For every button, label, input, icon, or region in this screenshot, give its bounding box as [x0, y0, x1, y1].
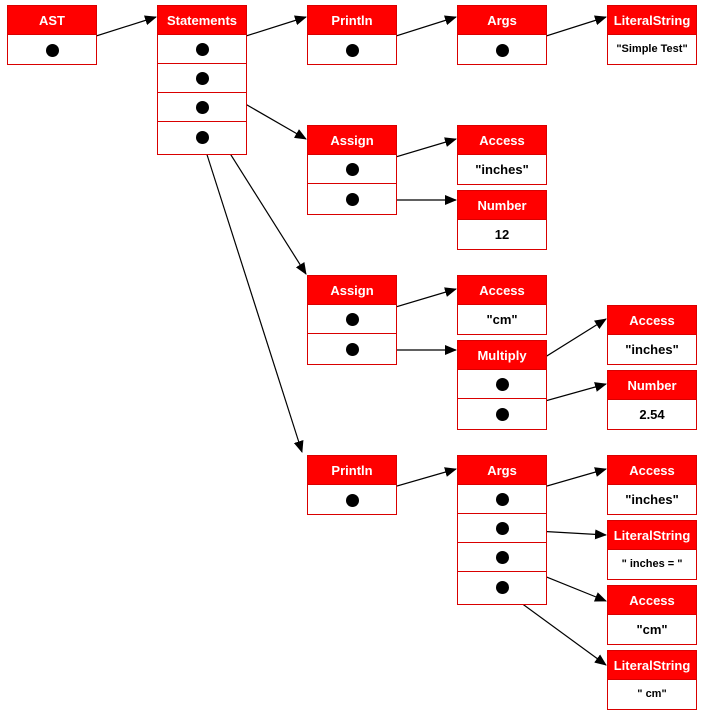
litstr1-value: "Simple Test": [616, 43, 688, 55]
pointer-dot-icon: [346, 43, 359, 57]
pointer-dot-icon: [346, 163, 359, 176]
access5-value: "cm": [636, 622, 668, 637]
println1-node-title: Println: [308, 6, 396, 35]
pointer-dot-icon: [496, 580, 509, 594]
number1-value: 12: [494, 227, 510, 242]
args2-pointer-cell-2: [458, 514, 546, 543]
statements-node-title: Statements: [158, 6, 246, 35]
statements-to-println2-arrow: [201, 138, 304, 453]
assign1-value-cell: [308, 184, 396, 213]
number1-node: Number 12: [457, 190, 547, 250]
pointer-dot-icon: [196, 72, 209, 85]
println2-node-title: Println: [308, 456, 396, 485]
args1-pointer-cell: [458, 35, 546, 64]
litstr1-node-title: LiteralString: [608, 6, 696, 35]
assign1-target-cell: [308, 155, 396, 184]
multiply-node-title: Multiply: [458, 341, 546, 370]
statements-node: Statements: [157, 5, 247, 155]
statements-pointer-cell-2: [158, 64, 246, 93]
assign2-node-title: Assign: [308, 276, 396, 305]
pointer-dot-icon: [346, 313, 359, 326]
pointer-dot-icon: [496, 493, 509, 506]
args2-node-title: Args: [458, 456, 546, 485]
ast-pointer-cell: [8, 35, 96, 64]
statements-pointer-cell-1: [158, 35, 246, 64]
args2-pointer-cell-1: [458, 485, 546, 514]
access1-value: "inches": [475, 162, 529, 177]
args2-pointer-cell-4: [458, 572, 546, 601]
pointer-dot-icon: [346, 493, 359, 507]
pointer-dot-icon: [496, 407, 509, 421]
statements-pointer-cell-4: [158, 122, 246, 151]
args2-node: Args: [457, 455, 547, 605]
ast-node-title: AST: [8, 6, 96, 35]
pointer-dot-icon: [496, 43, 509, 57]
access4-node: Access "inches": [607, 455, 697, 515]
litstr2-value: " inches = ": [621, 558, 683, 570]
litstr2-node-title: LiteralString: [608, 521, 696, 550]
pointer-dot-icon: [496, 551, 509, 564]
access4-value: "inches": [625, 492, 679, 507]
litstr3-value: " cm": [637, 688, 667, 700]
multiply-right-cell: [458, 399, 546, 428]
multiply-node: Multiply: [457, 340, 547, 430]
args1-node: Args: [457, 5, 547, 65]
println2-pointer-cell: [308, 485, 396, 514]
pointer-dot-icon: [496, 522, 509, 535]
access1-node: Access "inches": [457, 125, 547, 185]
ast-node: AST: [7, 5, 97, 65]
access5-node-title: Access: [608, 586, 696, 615]
access3-value: "inches": [625, 342, 679, 357]
multiply-left-cell: [458, 370, 546, 399]
access1-node-title: Access: [458, 126, 546, 155]
pointer-dot-icon: [196, 43, 209, 56]
println1-pointer-cell: [308, 35, 396, 64]
access2-node: Access "cm": [457, 275, 547, 335]
number2-value: 2.54: [639, 407, 665, 422]
access2-value: "cm": [486, 312, 518, 327]
number2-node: Number 2.54: [607, 370, 697, 430]
pointer-dot-icon: [196, 130, 209, 144]
litstr3-node-title: LiteralString: [608, 651, 696, 680]
assign2-value-cell: [308, 334, 396, 363]
args2-pointer-cell-3: [458, 543, 546, 572]
println2-node: Println: [307, 455, 397, 515]
assign2-node: Assign: [307, 275, 397, 365]
access2-node-title: Access: [458, 276, 546, 305]
number1-node-title: Number: [458, 191, 546, 220]
number2-node-title: Number: [608, 371, 696, 400]
access3-node-title: Access: [608, 306, 696, 335]
pointer-dot-icon: [346, 192, 359, 206]
access4-node-title: Access: [608, 456, 696, 485]
litstr1-node: LiteralString "Simple Test": [607, 5, 697, 65]
pointer-dot-icon: [346, 342, 359, 356]
access5-node: Access "cm": [607, 585, 697, 645]
println1-node: Println: [307, 5, 397, 65]
assign2-target-cell: [308, 305, 396, 334]
statements-pointer-cell-3: [158, 93, 246, 122]
args1-node-title: Args: [458, 6, 546, 35]
pointer-dot-icon: [196, 101, 209, 114]
litstr3-node: LiteralString " cm": [607, 650, 697, 710]
pointer-dot-icon: [46, 43, 59, 57]
assign1-node: Assign: [307, 125, 397, 215]
pointer-dot-icon: [496, 378, 509, 391]
access3-node: Access "inches": [607, 305, 697, 365]
assign1-node-title: Assign: [308, 126, 396, 155]
litstr2-node: LiteralString " inches = ": [607, 520, 697, 580]
